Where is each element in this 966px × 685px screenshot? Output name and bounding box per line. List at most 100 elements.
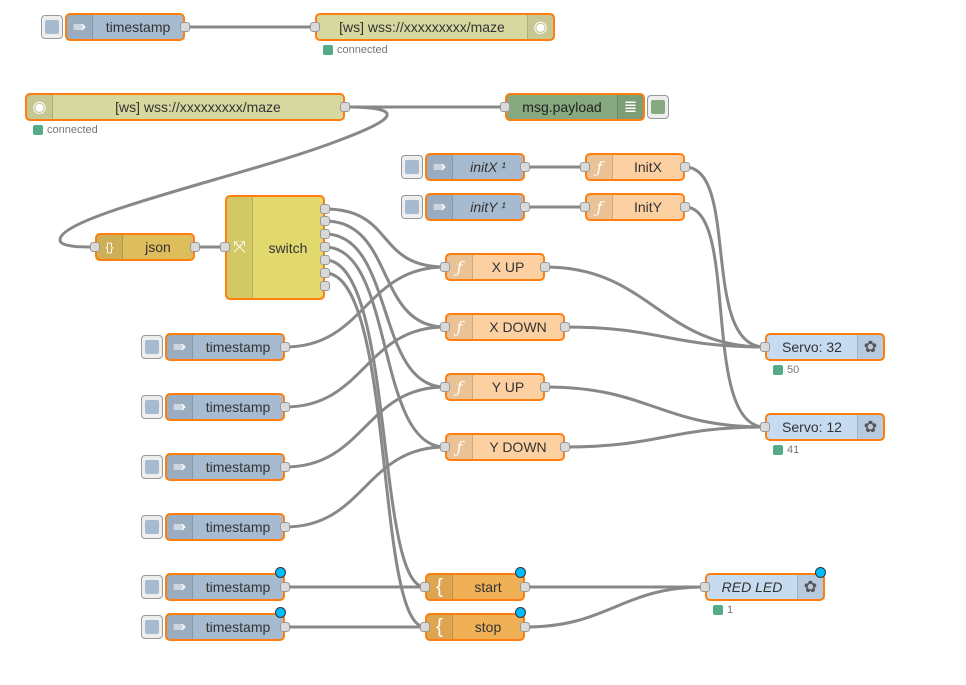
- output-port[interactable]: [340, 102, 350, 112]
- function-node-initx[interactable]: ƒ InitX: [585, 153, 685, 181]
- node-label: timestamp: [205, 619, 271, 635]
- input-port[interactable]: [440, 442, 450, 452]
- inject-node-timestamp[interactable]: ⇛ timestamp: [165, 453, 285, 481]
- node-label: timestamp: [205, 339, 271, 355]
- output-port[interactable]: [320, 255, 330, 265]
- arrow-in-icon: ⇛: [67, 15, 93, 39]
- output-port[interactable]: [180, 22, 190, 32]
- arrow-in-icon: ⇛: [167, 515, 193, 539]
- output-port[interactable]: [320, 216, 330, 226]
- input-port[interactable]: [580, 202, 590, 212]
- node-status: connected: [323, 44, 388, 56]
- output-port[interactable]: [320, 268, 330, 278]
- arrow-in-icon: ⇛: [167, 575, 193, 599]
- input-port[interactable]: [220, 242, 230, 252]
- output-port[interactable]: [520, 582, 530, 592]
- input-port[interactable]: [700, 582, 710, 592]
- debug-node[interactable]: msg.payload ≣: [505, 93, 645, 121]
- output-port[interactable]: [280, 462, 290, 472]
- debug-toggle-button[interactable]: [647, 95, 669, 119]
- function-node-y-up[interactable]: ƒ Y UP: [445, 373, 545, 401]
- output-port[interactable]: [680, 162, 690, 172]
- output-port[interactable]: [320, 229, 330, 239]
- output-port[interactable]: [560, 322, 570, 332]
- function-node-x-up[interactable]: ƒ X UP: [445, 253, 545, 281]
- output-port[interactable]: [280, 402, 290, 412]
- websocket-out-node[interactable]: [ws] wss://xxxxxxxxx/maze ◉: [315, 13, 555, 41]
- inject-button[interactable]: [141, 395, 163, 419]
- wire: [564, 325, 766, 349]
- node-label: [ws] wss://xxxxxxxxx/maze: [339, 19, 505, 35]
- input-port[interactable]: [440, 322, 450, 332]
- inject-node-inity[interactable]: ⇛ initY ¹: [425, 193, 525, 221]
- node-status: 1: [713, 604, 733, 616]
- template-icon: {: [427, 615, 453, 639]
- switch-node[interactable]: ⤧ switch: [225, 195, 325, 300]
- inject-node-timestamp[interactable]: ⇛ timestamp: [165, 333, 285, 361]
- inject-node-timestamp[interactable]: ⇛ timestamp: [165, 513, 285, 541]
- rpi-gpio-node-servo12[interactable]: Servo: 12 ✿: [765, 413, 885, 441]
- template-node-start[interactable]: { start: [425, 573, 525, 601]
- function-node-y-down[interactable]: ƒ Y DOWN: [445, 433, 565, 461]
- input-port[interactable]: [440, 262, 450, 272]
- output-port[interactable]: [280, 622, 290, 632]
- input-port[interactable]: [760, 342, 770, 352]
- output-port[interactable]: [280, 342, 290, 352]
- input-port[interactable]: [580, 162, 590, 172]
- inject-node-timestamp[interactable]: ⇛ timestamp: [165, 573, 285, 601]
- output-port[interactable]: [540, 262, 550, 272]
- inject-node-initx[interactable]: ⇛ initX ¹: [425, 153, 525, 181]
- template-node-stop[interactable]: { stop: [425, 613, 525, 641]
- input-port[interactable]: [420, 622, 430, 632]
- inject-button[interactable]: [141, 575, 163, 599]
- node-label: msg.payload: [522, 99, 602, 115]
- input-port[interactable]: [440, 382, 450, 392]
- input-port[interactable]: [760, 422, 770, 432]
- output-port[interactable]: [520, 202, 530, 212]
- function-node-x-down[interactable]: ƒ X DOWN: [445, 313, 565, 341]
- websocket-in-node[interactable]: ◉ [ws] wss://xxxxxxxxx/maze: [25, 93, 345, 121]
- inject-button[interactable]: [41, 15, 63, 39]
- wire: [684, 165, 766, 349]
- inject-button[interactable]: [401, 155, 423, 179]
- arrow-in-icon: ⇛: [167, 335, 193, 359]
- rpi-gpio-node-red-led[interactable]: RED LED ✿: [705, 573, 825, 601]
- output-port[interactable]: [560, 442, 570, 452]
- arrow-in-icon: ⇛: [167, 395, 193, 419]
- json-node[interactable]: {} json: [95, 233, 195, 261]
- output-port[interactable]: [320, 204, 330, 214]
- output-port[interactable]: [520, 162, 530, 172]
- rpi-gpio-node-servo32[interactable]: Servo: 32 ✿: [765, 333, 885, 361]
- output-port[interactable]: [320, 242, 330, 252]
- node-status: connected: [33, 124, 98, 136]
- node-label: timestamp: [205, 459, 271, 475]
- arrow-in-icon: ⇛: [427, 195, 453, 219]
- function-icon: ƒ: [447, 315, 473, 339]
- output-port[interactable]: [280, 522, 290, 532]
- output-port[interactable]: [520, 622, 530, 632]
- wire: [324, 207, 446, 269]
- output-port[interactable]: [680, 202, 690, 212]
- input-port[interactable]: [420, 582, 430, 592]
- inject-button[interactable]: [141, 515, 163, 539]
- input-port[interactable]: [500, 102, 510, 112]
- inject-button[interactable]: [141, 455, 163, 479]
- node-label: X DOWN: [489, 319, 547, 335]
- inject-button[interactable]: [141, 615, 163, 639]
- changed-indicator: [275, 567, 286, 578]
- inject-button[interactable]: [141, 335, 163, 359]
- inject-node-timestamp[interactable]: ⇛ timestamp: [165, 393, 285, 421]
- output-port[interactable]: [280, 582, 290, 592]
- inject-button[interactable]: [401, 195, 423, 219]
- input-port[interactable]: [310, 22, 320, 32]
- input-port[interactable]: [90, 242, 100, 252]
- function-node-inity[interactable]: ƒ InitY: [585, 193, 685, 221]
- changed-indicator: [515, 607, 526, 618]
- node-label: timestamp: [205, 579, 271, 595]
- inject-node-timestamp[interactable]: ⇛ timestamp: [65, 13, 185, 41]
- arrow-in-icon: ⇛: [167, 455, 193, 479]
- output-port[interactable]: [540, 382, 550, 392]
- output-port[interactable]: [190, 242, 200, 252]
- output-port[interactable]: [320, 281, 330, 291]
- inject-node-timestamp[interactable]: ⇛ timestamp: [165, 613, 285, 641]
